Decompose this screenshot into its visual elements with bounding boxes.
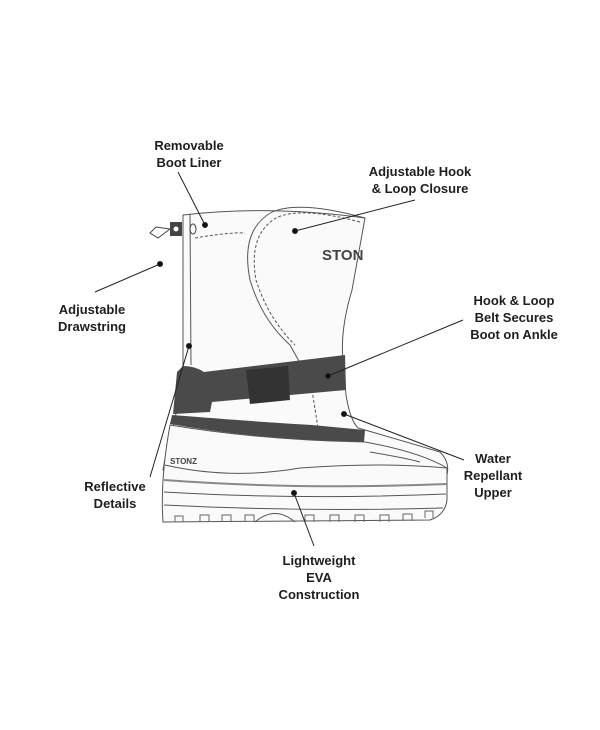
callout-eva-construction: Lightweight EVA Construction [279,552,360,603]
callout-water-repellant-upper: Water Repellant Upper [464,450,523,501]
callout-line: Water [475,451,511,466]
callout-line: Drawstring [58,319,126,334]
callout-belt: Hook & Loop Belt Secures Boot on Ankle [470,292,558,343]
leader-belt [327,319,464,377]
callout-line: Construction [278,587,360,602]
callout-line: Removable [154,138,224,153]
callout-line: Adjustable Hook [368,164,472,179]
callout-adjustable-drawstring: Adjustable Drawstring [58,301,126,335]
callout-line: & Loop Closure [371,181,469,196]
toe-logo: STONZ [170,457,197,466]
callout-reflective-details: Reflective Details [84,478,145,512]
callout-removable-boot-liner: Removable Boot Liner [154,137,223,171]
callout-line: Adjustable [58,302,126,317]
shaft-logo: STON [322,247,363,264]
lower-shell [161,424,448,523]
callout-line: EVA [306,570,332,585]
leader-drawstring [94,263,161,293]
callout-line: Lightweight [282,553,356,568]
callout-line: Repellant [463,468,523,483]
leader-eva [293,492,315,547]
callout-line: Reflective [84,479,146,494]
callout-line: Upper [474,485,512,500]
leader-closure [294,199,416,232]
callout-line: Hook & Loop [473,293,555,308]
callout-line: Details [93,496,137,511]
callout-hook-loop-closure: Adjustable Hook & Loop Closure [369,163,472,197]
hook-loop-patch [246,366,290,404]
leader-liner [177,171,206,226]
closure-flap [247,206,366,364]
callout-line: Boot Liner [156,155,222,170]
drawstring-toggle [149,222,197,239]
leader-reflective [149,345,190,478]
leader-upper [343,413,465,461]
callout-line: Boot on Ankle [470,327,558,342]
callout-line: Belt Secures [474,310,554,325]
